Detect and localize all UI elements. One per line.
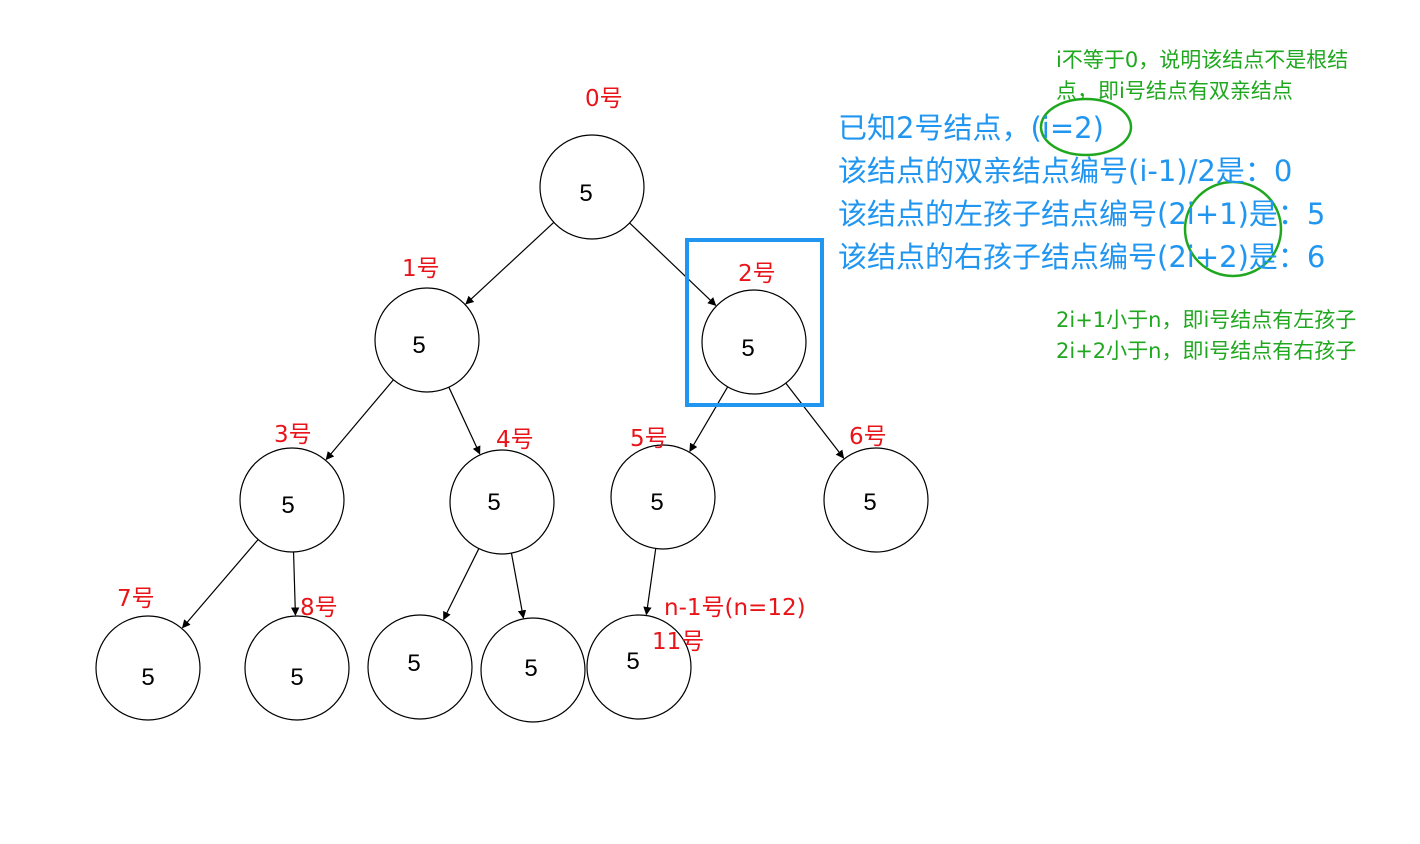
edge-n3-n8 bbox=[291, 551, 300, 616]
blue-line-2: 该结点的双亲结点编号(i-1)/2是：0 bbox=[838, 154, 1292, 188]
tree-node-8: 5 8号 bbox=[244, 595, 350, 721]
node-circle bbox=[95, 615, 201, 721]
green-bottom-line-2: 2i+2小于n，即i号结点有右孩子 bbox=[1056, 339, 1356, 363]
tree-node-1: 5 1号 bbox=[374, 256, 480, 393]
edge-n1-n3 bbox=[325, 379, 394, 461]
node-label: 2号 bbox=[738, 261, 776, 287]
edge-n5-n11 bbox=[643, 548, 657, 616]
node-value: 5 bbox=[487, 489, 500, 516]
node-value: 5 bbox=[290, 664, 303, 691]
node-label: 4号 bbox=[496, 427, 534, 453]
edge-n1-n4 bbox=[448, 386, 481, 455]
edge-n4-n10 bbox=[510, 553, 527, 619]
node-value: 5 bbox=[650, 489, 663, 516]
node-value: 5 bbox=[863, 489, 876, 516]
green-circle-i-equals-2 bbox=[1039, 97, 1133, 157]
node-circle bbox=[586, 614, 692, 720]
green-top-line-1: i不等于0，说明该结点不是根结 bbox=[1056, 48, 1348, 72]
node-circle bbox=[610, 444, 716, 550]
node-value: 5 bbox=[741, 335, 754, 362]
node-value: 5 bbox=[412, 332, 425, 359]
node-value: 5 bbox=[407, 650, 420, 677]
node-circle bbox=[539, 134, 645, 240]
edge-n3-n7 bbox=[181, 539, 259, 629]
node-value: 5 bbox=[626, 648, 639, 675]
node-circle bbox=[480, 617, 586, 723]
edge-n2-n5 bbox=[689, 386, 729, 453]
edge-n4-n9 bbox=[443, 548, 480, 621]
node-circle bbox=[701, 289, 807, 395]
tree-node-4: 5 4号 bbox=[449, 427, 555, 555]
node-value: 5 bbox=[579, 180, 592, 207]
tree-edges bbox=[181, 221, 845, 629]
node-label: 7号 bbox=[117, 586, 155, 612]
tree-nodes: 5 0号 5 1号 5 2号 5 3号 5 4号 5 5号 5 6号 5 7号 5 8号 5 5 5 11号 bbox=[95, 86, 929, 723]
blue-annotation: 已知2号结点，(i=2) 该结点的双亲结点编号(i-1)/2是：0 该结点的左孩… bbox=[838, 111, 1325, 274]
blue-line-4: 该结点的右孩子结点编号(2i+2)是：6 bbox=[838, 240, 1325, 274]
node-label: 11号 bbox=[652, 629, 704, 655]
tree-node-10: 5 bbox=[480, 617, 586, 723]
green-bottom-line-1: 2i+1小于n，即i号结点有左孩子 bbox=[1056, 308, 1356, 332]
tree-node-11: 5 11号 bbox=[586, 614, 704, 720]
green-annotation-top: i不等于0，说明该结点不是根结 点，即i号结点有双亲结点 bbox=[1056, 48, 1348, 103]
node-circle bbox=[367, 614, 473, 720]
green-top-line-2: 点，即i号结点有双亲结点 bbox=[1056, 79, 1293, 103]
last-node-note: n-1号(n=12) bbox=[664, 595, 806, 621]
node-value: 5 bbox=[524, 655, 537, 682]
highlight-box bbox=[685, 238, 824, 407]
edge-n2-n6 bbox=[785, 382, 845, 459]
node-circle bbox=[239, 447, 345, 553]
tree-node-5: 5 5号 bbox=[610, 426, 716, 550]
tree-node-9: 5 bbox=[367, 614, 473, 720]
edge-n0-n1 bbox=[465, 221, 555, 305]
green-annotation-bottom: 2i+1小于n，即i号结点有左孩子 2i+2小于n，即i号结点有右孩子 bbox=[1056, 308, 1356, 363]
tree-node-7: 5 7号 bbox=[95, 586, 201, 721]
node-circle bbox=[449, 449, 555, 555]
node-circle bbox=[823, 447, 929, 553]
node-label: 5号 bbox=[630, 426, 668, 452]
node-label: 0号 bbox=[585, 86, 623, 112]
edge-n0-n2 bbox=[629, 222, 717, 306]
node-label: 1号 bbox=[402, 256, 440, 282]
node-label: 8号 bbox=[300, 595, 338, 621]
blue-line-3: 该结点的左孩子结点编号(2i+1)是：5 bbox=[838, 197, 1325, 231]
tree-node-6: 5 6号 bbox=[823, 424, 929, 553]
node-value: 5 bbox=[281, 492, 294, 519]
tree-node-0: 5 0号 bbox=[539, 86, 645, 240]
tree-node-3: 5 3号 bbox=[239, 422, 345, 553]
node-label: 6号 bbox=[849, 424, 887, 450]
node-label: 3号 bbox=[274, 422, 312, 448]
green-circle-children-formula bbox=[1183, 180, 1283, 278]
node-circle bbox=[374, 287, 480, 393]
blue-line-1: 已知2号结点，(i=2) bbox=[838, 111, 1104, 145]
node-value: 5 bbox=[141, 664, 154, 691]
node-circle bbox=[244, 615, 350, 721]
tree-node-2: 5 2号 bbox=[701, 261, 807, 395]
